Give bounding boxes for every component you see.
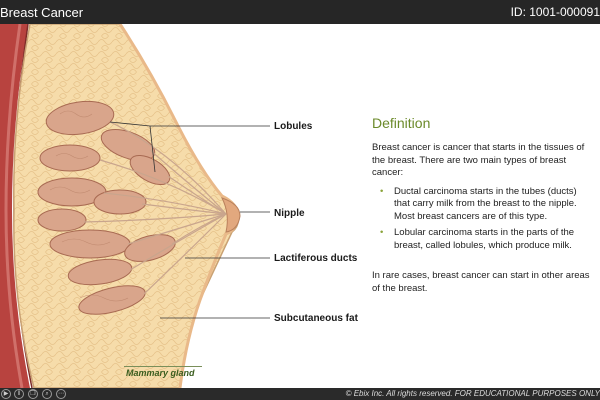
definition-closing: In rare cases, breast cancer can start i… xyxy=(372,270,590,294)
definition-heading: Definition xyxy=(372,115,431,131)
lactiferous-ducts xyxy=(83,121,227,295)
label-mammary-gland: Mammary gland xyxy=(126,368,195,378)
page-title: Breast Cancer xyxy=(0,5,84,20)
play-icon[interactable]: ▶ xyxy=(1,389,11,399)
copy-icon[interactable]: ❐ xyxy=(28,389,38,399)
definition-intro: Breast cancer is cancer that starts in t… xyxy=(372,142,585,178)
label-subcutaneous-fat: Subcutaneous fat xyxy=(274,313,358,324)
chest-muscle xyxy=(0,24,30,388)
nipple xyxy=(221,197,241,233)
cancer-types-list: •Ductal carcinoma starts in the tubes (d… xyxy=(372,186,590,253)
lobules xyxy=(37,100,176,315)
list-item: •Lobular carcinoma starts in the parts o… xyxy=(380,227,575,251)
document-id: ID: 1001-000091 xyxy=(510,5,600,19)
bullet-icon: • xyxy=(380,185,384,197)
bullet-icon: • xyxy=(380,227,384,238)
player-control-bar: ▶ ‖ ❐ ⌕ ⋯ © Ebix Inc. All rights reserve… xyxy=(0,388,600,400)
label-lactiferous-ducts: Lactiferous ducts xyxy=(274,253,358,264)
pause-icon[interactable]: ‖ xyxy=(14,389,24,399)
more-icon[interactable]: ⋯ xyxy=(56,389,66,399)
label-nipple: Nipple xyxy=(274,208,305,219)
copyright-notice: © Ebix Inc. All rights reserved. FOR EDU… xyxy=(345,389,600,398)
list-item: •Ductal carcinoma starts in the tubes (d… xyxy=(380,185,577,222)
definition-panel: Definition Breast cancer is cancer that … xyxy=(372,115,590,295)
label-lobules: Lobules xyxy=(274,121,313,132)
gland-label-rule xyxy=(124,366,202,367)
breast-anatomy-illustration xyxy=(0,24,270,388)
search-icon[interactable]: ⌕ xyxy=(42,389,52,399)
title-bar: Breast Cancer ID: 1001-000091 xyxy=(0,0,600,24)
